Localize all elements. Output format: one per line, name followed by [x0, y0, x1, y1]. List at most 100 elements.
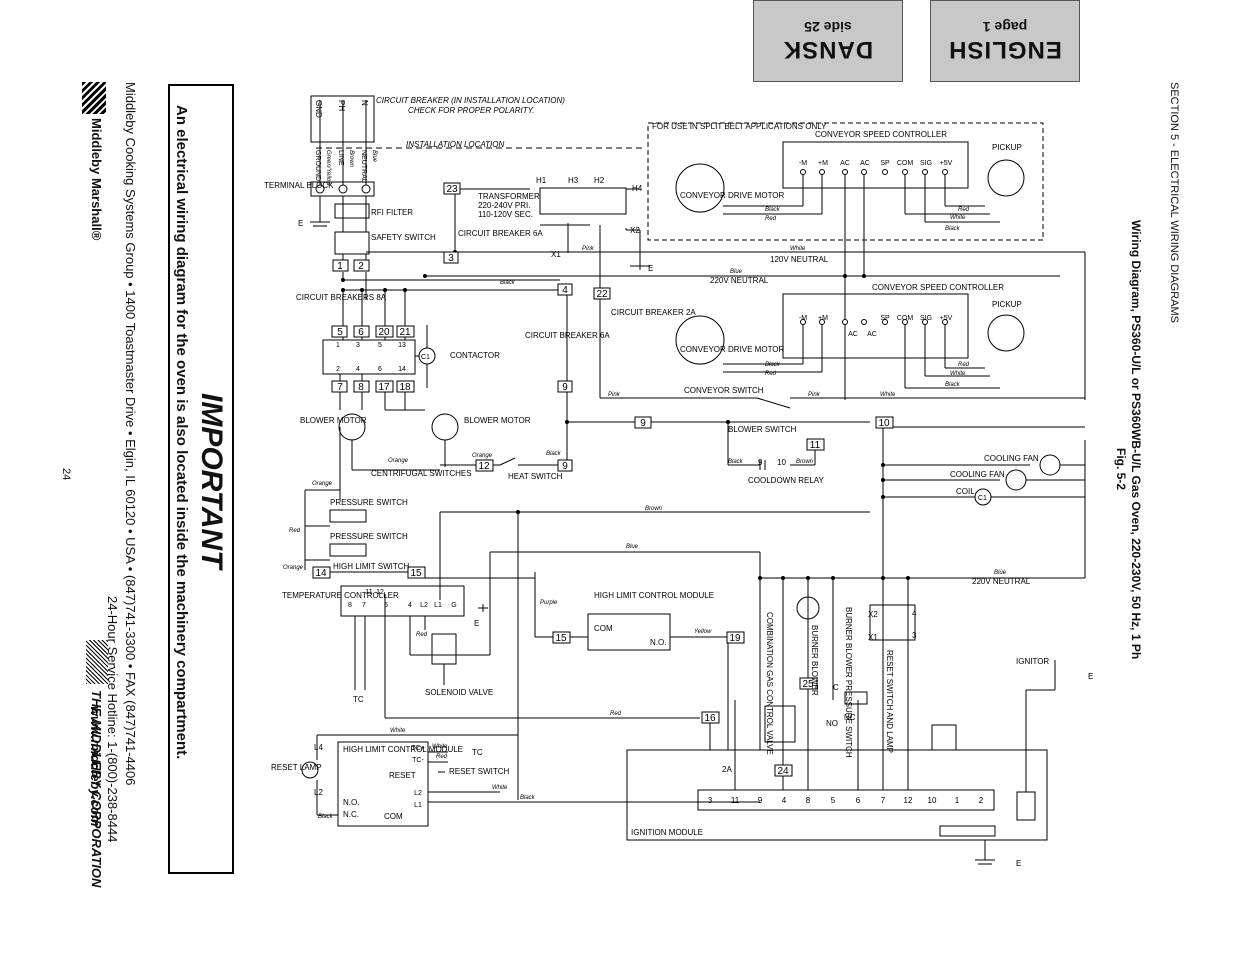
term-21: 21 — [399, 327, 411, 338]
wire-blue-3: Blue — [994, 570, 1007, 576]
csc2-t5: COM — [897, 315, 914, 322]
wire-white-7: White — [432, 744, 448, 750]
lbl-9: 9 — [758, 458, 763, 467]
term-3: 3 — [448, 253, 454, 264]
term-15a: 15 — [410, 568, 422, 579]
hl-t3: L1 — [414, 802, 422, 809]
lbl-h4: H4 — [632, 184, 643, 193]
lbl-tr-sec: 110-120V SEC. — [478, 210, 533, 219]
wire-black-7: Black — [546, 451, 562, 457]
lbl-combo-valve: COMBINATION GAS CONTROL VALVE — [765, 612, 774, 755]
tc-t2: 5 — [384, 602, 388, 609]
lbl-cooling-fan-2: COOLING FAN — [950, 470, 1005, 479]
ct-bot-0: 2 — [336, 366, 340, 373]
ign-t10: 1 — [955, 796, 960, 805]
wire-blue-1: Blue — [730, 269, 743, 275]
lbl-reset-switch: RESET SWITCH — [449, 767, 510, 776]
csc1-t0: -M — [799, 160, 807, 167]
ct-top-0: 1 — [336, 342, 340, 349]
lbl-bb-pressure: BURNER BLOWER PRESSURE SWITCH — [844, 607, 853, 758]
tc-top-0: 11 — [365, 589, 372, 596]
term-9b: 9 — [640, 418, 646, 429]
lbl-ignitor: IGNITOR — [1016, 657, 1049, 666]
lbl-solenoid: SOLENOID VALVE — [425, 688, 493, 697]
lbl-reset: RESET — [389, 771, 416, 780]
csc1-t2: AC — [840, 160, 850, 167]
ign-t2: 9 — [758, 796, 763, 805]
lbl-pressure-1: PRESSURE SWITCH — [330, 498, 408, 507]
lbl-nc-b: NC — [844, 713, 856, 722]
lbl-conv-motor-1: CONVEYOR DRIVE MOTOR — [680, 191, 785, 200]
csc1-t3: AC — [860, 160, 870, 167]
csc1-t7: +5V — [940, 160, 953, 167]
wire-red-9: Red — [436, 754, 448, 760]
term-2: 2 — [358, 261, 364, 272]
lbl-terminal: TERMINAL BLOCK — [264, 181, 334, 190]
lbl-rfi: RFI FILTER — [371, 208, 413, 217]
wire-red-6: Red — [289, 528, 301, 534]
term-23: 23 — [446, 184, 458, 195]
wire-red-7: Red — [416, 632, 428, 638]
lbl-hlm-no: N.O. — [343, 798, 359, 807]
ign-t4: 8 — [806, 796, 811, 805]
lbl-no: N.O. — [650, 638, 666, 647]
lbl-c1: C1 — [421, 354, 430, 361]
ign-t11: 2 — [979, 796, 984, 805]
lbl-hl-module-2: HIGH LIMIT CONTROL MODULE — [343, 745, 463, 754]
term-20: 20 — [378, 327, 390, 338]
lbl-temp-ctrl: TEMPERATURE CONTROLLER — [282, 591, 399, 600]
term-12: 12 — [478, 461, 490, 472]
lbl-heat-switch: HEAT SWITCH — [508, 472, 563, 481]
lbl-cb-2a: CIRCUIT BREAKER 2A — [611, 308, 696, 317]
lbl-10: 10 — [777, 458, 786, 467]
wire-orange-3: Orange — [312, 481, 333, 487]
lbl-tc-hlm: TC — [472, 748, 483, 757]
lbl-h2: H2 — [594, 176, 605, 185]
tab-english[interactable]: ENGLISH page 1 — [930, 0, 1080, 82]
wire-black-9: Black — [318, 814, 334, 820]
lbl-l4: L4 — [314, 743, 323, 752]
ign-t8: 12 — [904, 796, 913, 805]
lbl-pickup-1: PICKUP — [992, 143, 1022, 152]
wire-black-4: Black — [765, 362, 781, 368]
csc2-t7: +5V — [940, 315, 953, 322]
lbl-hl-module: HIGH LIMIT CONTROL MODULE — [594, 591, 714, 600]
term-10: 10 — [878, 418, 890, 429]
lbl-csc-2: CONVEYOR SPEED CONTROLLER — [872, 283, 1004, 292]
corp-logo-icon — [86, 640, 108, 684]
lbl-l2: L2 — [314, 788, 323, 797]
term-6: 6 — [358, 327, 364, 338]
lbl-centrifugal: CENTRIFUGAL SWITCHES — [371, 469, 472, 478]
wire-pink-1: Pink — [582, 246, 595, 252]
term-16: 16 — [704, 713, 716, 724]
wire-orange-4: Orange — [283, 565, 304, 571]
tc-t4: L2 — [420, 602, 428, 609]
lbl-cooldown: COOLDOWN RELAY — [748, 476, 825, 485]
lbl-neutral: NEUTRAL — [360, 150, 367, 183]
lbl-install-loc: INSTALLATION LOCATION — [406, 140, 504, 149]
term-17: 17 — [378, 382, 390, 393]
hl-t0: TC+ — [411, 745, 424, 752]
term-18: 18 — [399, 382, 411, 393]
wire-black-6: Black — [728, 459, 744, 465]
tab-dansk[interactable]: DANSK side 25 — [753, 0, 903, 82]
lbl-x2: X2 — [630, 226, 640, 235]
wire-black-8: Black — [520, 795, 536, 801]
term-5: 5 — [337, 327, 343, 338]
csc1-t6: SIG — [920, 160, 932, 167]
lbl-contactor: CONTACTOR — [450, 351, 500, 360]
lbl-tc: TC — [353, 695, 364, 704]
lbl-hlm-nc: N.C. — [343, 810, 359, 819]
lbl-blower-right: BLOWER MOTOR — [464, 416, 531, 425]
lbl-cb-6a-mid: CIRCUIT BREAKER 6A — [525, 331, 610, 340]
wire-purple: Purple — [540, 600, 558, 606]
wire-orange-2: Orange — [472, 453, 493, 459]
wire-black-3: Black — [945, 226, 961, 232]
lbl-cb-polarity: CHECK FOR PROPER POLARITY. — [408, 106, 534, 115]
tc-top-1: 12 — [376, 589, 384, 596]
lbl-h3: H3 — [568, 176, 579, 185]
lbl-blower-left: BLOWER MOTOR — [300, 416, 367, 425]
lbl-cb-install: CIRCUIT BREAKER (IN INSTALLATION LOCATIO… — [376, 96, 565, 105]
lbl-coil-c1: C1 — [978, 495, 987, 502]
term-14: 14 — [315, 568, 327, 579]
